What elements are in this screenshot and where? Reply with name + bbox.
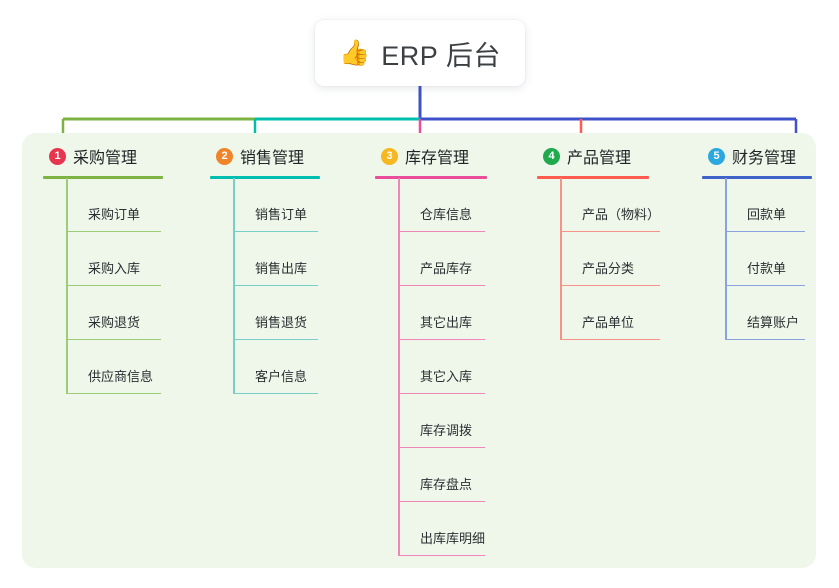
root-node-label: ERP 后台 (381, 40, 501, 71)
list-item-label: 结算账户 (747, 315, 800, 330)
list-item-label: 销售订单 (255, 207, 308, 222)
list-item-underline (398, 284, 485, 286)
list-item-label: 产品单位 (582, 315, 635, 330)
list-item-label: 采购订单 (88, 207, 141, 222)
column-header-rule (702, 176, 812, 179)
column-header-4[interactable]: 4 产品管理 (527, 143, 631, 169)
column-trunk-line (725, 178, 727, 340)
list-item-label: 销售出库 (255, 261, 308, 276)
column-2: 2 销售管理销售订单销售出库销售退货客户信息 (200, 143, 320, 394)
list-item-underline (560, 284, 660, 286)
column-title: 库存管理 (405, 150, 470, 167)
list-item-underline (398, 230, 485, 232)
list-item-label: 库存盘点 (420, 477, 473, 492)
column-title: 销售管理 (240, 150, 305, 167)
list-item-underline (560, 338, 660, 340)
column-header-5[interactable]: 5 财务管理 (692, 143, 796, 169)
root-node[interactable]: 👍 ERP 后台 (315, 20, 525, 86)
thumbs-up-icon: 👍 (339, 38, 371, 67)
column-trunk-line (398, 178, 400, 556)
list-item-underline (398, 392, 485, 394)
column-3: 3 库存管理仓库信息产品库存其它出库其它入库库存调拨库存盘点出库库明细 (365, 143, 487, 556)
list-item-underline (725, 230, 805, 232)
column-header-rule (537, 176, 649, 179)
list-item-label: 仓库信息 (420, 207, 473, 222)
column-number-badge: 3 (381, 147, 398, 165)
list-item-underline (66, 284, 161, 286)
column-4: 4 产品管理产品（物料） 产品分类产品单位 (527, 143, 660, 340)
list-item-label: 销售退货 (255, 315, 308, 330)
list-item-label: 采购入库 (88, 261, 141, 276)
list-item-underline (233, 284, 318, 286)
list-item-underline (66, 392, 161, 394)
list-item-label: 回款单 (747, 207, 787, 222)
list-item-label: 供应商信息 (88, 369, 154, 384)
list-item-label: 付款单 (747, 261, 787, 276)
list-item-label: 其它出库 (420, 315, 473, 330)
column-5: 5 财务管理回款单付款单结算账户 (692, 143, 812, 340)
column-trunk-line (560, 178, 562, 340)
column-number-badge: 5 (708, 147, 725, 165)
list-item-underline (398, 338, 485, 340)
list-item-underline (233, 338, 318, 340)
column-header-rule (375, 176, 487, 179)
list-item-label: 采购退货 (88, 315, 141, 330)
list-item-label: 产品分类 (582, 261, 635, 276)
column-1: 1 采购管理采购订单采购入库采购退货供应商信息 (33, 143, 163, 394)
column-title: 财务管理 (732, 150, 797, 167)
list-item-underline (398, 446, 485, 448)
list-item-underline (233, 392, 318, 394)
list-item-underline (66, 230, 161, 232)
column-header-3[interactable]: 3 库存管理 (365, 143, 469, 169)
column-header-rule (43, 176, 163, 179)
column-number-badge: 1 (49, 147, 66, 165)
column-number-badge: 2 (216, 147, 233, 165)
diagram-background-panel (22, 133, 816, 568)
list-item-label: 出库库明细 (420, 531, 486, 546)
list-item-label: 其它入库 (420, 369, 473, 384)
list-item-underline (725, 338, 805, 340)
list-item-underline (725, 284, 805, 286)
list-item-underline (398, 500, 485, 502)
list-item-underline (560, 230, 660, 232)
column-title: 采购管理 (73, 150, 138, 167)
column-trunk-line (233, 178, 235, 394)
list-item-underline (66, 338, 161, 340)
column-trunk-line (66, 178, 68, 394)
column-header-2[interactable]: 2 销售管理 (200, 143, 304, 169)
list-item-underline (398, 554, 485, 556)
list-item-label: 客户信息 (255, 369, 308, 384)
list-item-underline (233, 230, 318, 232)
column-header-rule (210, 176, 320, 179)
column-header-1[interactable]: 1 采购管理 (33, 143, 137, 169)
column-number-badge: 4 (543, 147, 560, 165)
column-title: 产品管理 (567, 150, 632, 167)
list-item-label: 产品（物料） (582, 207, 661, 222)
list-item-label: 库存调拨 (420, 423, 473, 438)
list-item-label: 产品库存 (420, 261, 473, 276)
